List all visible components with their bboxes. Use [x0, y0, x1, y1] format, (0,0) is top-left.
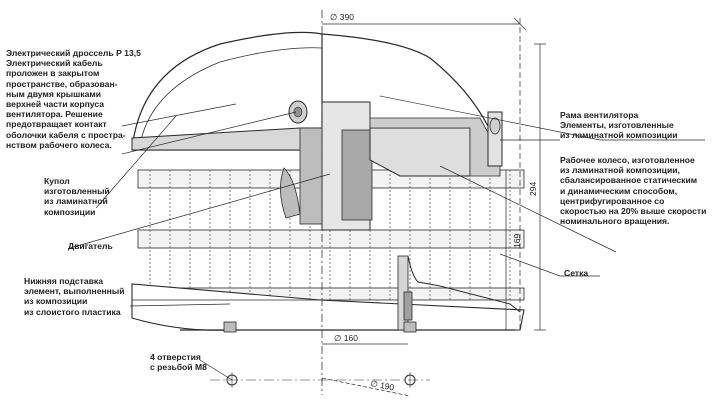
motor-core	[341, 129, 373, 221]
label-grid: Сетка	[564, 268, 589, 278]
dim-390	[322, 17, 527, 330]
dim-294	[534, 43, 546, 331]
dome-right-outline	[321, 33, 491, 131]
label-frame: Рама вентилятора Элементы, изготовленные…	[560, 110, 678, 141]
dim-390-label: ∅ 390	[330, 12, 354, 22]
dim-294-label: 294	[528, 182, 538, 196]
label-dome: Купол изготовленный из ламинатной композ…	[44, 176, 110, 217]
dim-160-label: ∅ 160	[334, 333, 358, 343]
impeller-hub	[369, 127, 471, 177]
bottom-bolts	[223, 321, 417, 333]
right-profile	[407, 255, 521, 313]
leader-lines	[69, 95, 705, 381]
impeller-top-ring	[369, 117, 501, 177]
dome-outline	[131, 31, 323, 151]
right-bolt	[403, 291, 413, 321]
impeller-left	[280, 167, 301, 219]
label-holes: 4 отверстия с резьбой М8	[150, 352, 207, 373]
dim-169-label: 169	[512, 234, 522, 248]
label-throttle: Электрический дроссель Р 13,5 Электричес…	[6, 48, 141, 150]
label-base: Нижняя подставка элемент, выполненный из…	[24, 276, 125, 317]
motor-shaft-section	[299, 127, 323, 225]
dome-inner	[139, 47, 323, 146]
frame-lug-bolt	[489, 117, 501, 135]
label-impeller: Рабочее колесо, изготовленное из ламинат…	[560, 155, 707, 227]
dim-190-label: ∅ 190	[370, 378, 396, 392]
label-motor: Двигатель	[68, 241, 113, 251]
